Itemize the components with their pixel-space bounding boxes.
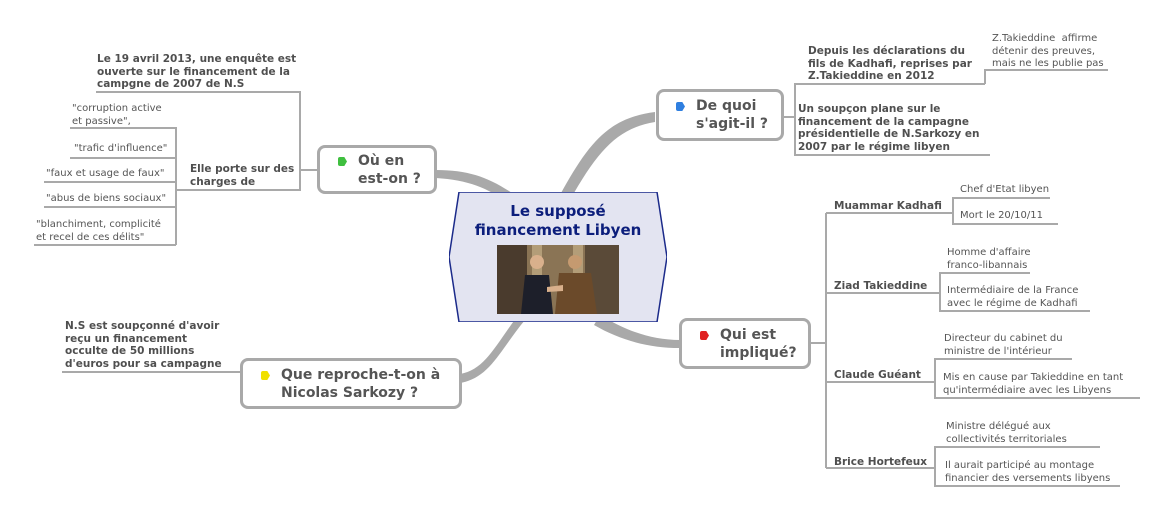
person-fact[interactable]: Homme d'affaire franco-libannais bbox=[947, 247, 1031, 271]
yellow-flag-icon bbox=[261, 371, 270, 380]
affirme-text[interactable]: Z.Takieddine affirme détenir des preuves… bbox=[992, 33, 1104, 69]
topic-que-reproche[interactable]: Que reproche-t-on à Nicolas Sarkozy ? bbox=[240, 358, 462, 409]
connector-charges-bracket bbox=[34, 127, 187, 246]
person-name[interactable]: Claude Guéant bbox=[834, 369, 921, 381]
connector-enquete bbox=[96, 91, 301, 170]
person-name[interactable]: Ziad Takieddine bbox=[834, 280, 928, 292]
connector-kadhafi bbox=[826, 197, 1058, 225]
person-fact[interactable]: Mis en cause par Takieddine en tant qu'i… bbox=[943, 372, 1124, 396]
connector-hortefeux bbox=[826, 446, 1120, 487]
connector-soupcon bbox=[794, 117, 990, 156]
topic-qui-est-implique[interactable]: Qui est impliqué? bbox=[679, 318, 811, 369]
person-fact[interactable]: Ministre délégué aux collectivités terri… bbox=[946, 421, 1067, 445]
photo-sarkozy-kadhafi-handshake bbox=[497, 245, 619, 314]
connector-de-quoi bbox=[560, 112, 655, 200]
topic-label: Que reproche-t-on à Nicolas Sarkozy ? bbox=[281, 367, 441, 401]
red-flag-icon bbox=[700, 331, 709, 340]
topic-de-quoi[interactable]: De quoi s'agit-il ? bbox=[656, 89, 784, 141]
declarations-text[interactable]: Depuis les déclarations du fils de Kadha… bbox=[808, 45, 972, 82]
person-fact[interactable]: Intermédiaire de la France avec le régim… bbox=[947, 285, 1079, 309]
person-fact[interactable]: Directeur du cabinet du ministre de l'in… bbox=[944, 333, 1063, 357]
topic-ou-en-est-on[interactable]: Où en est-on ? bbox=[317, 145, 437, 194]
enquete-text[interactable]: Le 19 avril 2013, une enquête est ouvert… bbox=[97, 53, 297, 90]
charges-label[interactable]: Elle porte sur des charges de bbox=[190, 163, 295, 188]
connector-charges-label bbox=[187, 170, 301, 191]
charge-item[interactable]: "corruption active et passive", bbox=[72, 103, 162, 127]
blue-flag-icon bbox=[676, 102, 685, 111]
soupcon-text[interactable]: Un soupçon plane sur le financement de l… bbox=[798, 103, 980, 153]
connector-que-reproche bbox=[460, 318, 525, 383]
charge-item[interactable]: "faux et usage de faux" bbox=[46, 168, 165, 179]
charge-item[interactable]: "blanchiment, complicité et recel de ces… bbox=[36, 219, 161, 243]
person-fact[interactable]: Il aurait participé au montage financier… bbox=[945, 460, 1111, 484]
topic-label: Où en est-on ? bbox=[358, 153, 421, 187]
person-fact[interactable]: Chef d'Etat libyen bbox=[960, 184, 1050, 195]
person-name[interactable]: Brice Hortefeux bbox=[834, 456, 928, 468]
central-title: Le supposé financement Libyen bbox=[474, 202, 642, 239]
reproche-detail-text[interactable]: N.S est soupçonné d'avoir reçu un financ… bbox=[65, 320, 222, 370]
topic-label: De quoi s'agit-il ? bbox=[696, 98, 768, 132]
person-name[interactable]: Muammar Kadhafi bbox=[834, 200, 942, 212]
connector-affirme bbox=[984, 69, 1108, 84]
charge-item[interactable]: "trafic d'influence" bbox=[74, 143, 168, 154]
central-topic[interactable]: Le supposé financement Libyen bbox=[449, 192, 667, 322]
photo-illustration bbox=[497, 245, 619, 314]
connector-qui-est bbox=[594, 315, 680, 348]
green-flag-icon bbox=[338, 157, 347, 166]
connector-ou-en-est-on bbox=[436, 170, 515, 203]
charge-item[interactable]: "abus de biens sociaux" bbox=[46, 193, 167, 204]
person-fact[interactable]: Mort le 20/10/11 bbox=[960, 210, 1043, 221]
connector-gueant bbox=[826, 358, 1140, 399]
topic-label: Qui est impliqué? bbox=[720, 327, 797, 361]
connector-takieddine bbox=[826, 272, 1090, 312]
connector-declarations bbox=[794, 83, 985, 117]
